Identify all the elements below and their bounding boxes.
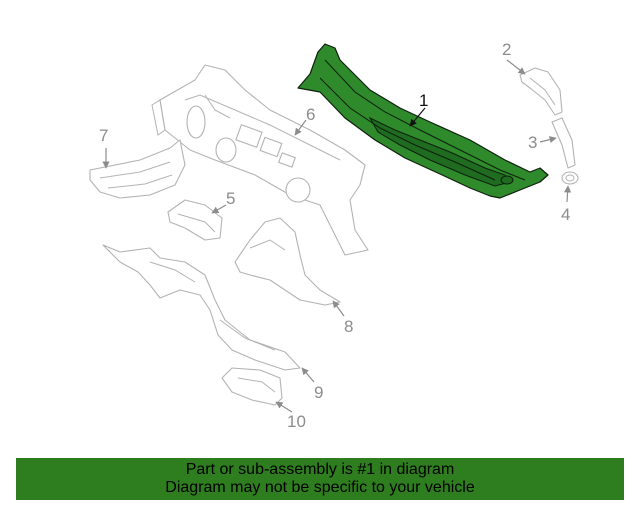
notice-banner: Part or sub-assembly is #1 in diagram Di… xyxy=(16,458,624,500)
dash-panel-part-6 xyxy=(151,64,369,256)
leader-2 xyxy=(506,59,526,75)
callout-5: 5 xyxy=(226,189,235,208)
banner-line-disclaimer: Diagram may not be specific to your vehi… xyxy=(165,479,475,496)
leader-5 xyxy=(211,204,227,214)
callout-10: 10 xyxy=(287,412,306,431)
hose-part-3 xyxy=(551,117,576,169)
leader-1 xyxy=(409,107,426,127)
callout-3: 3 xyxy=(528,133,537,152)
leader-10 xyxy=(275,401,293,413)
callout-7: 7 xyxy=(99,126,108,145)
cowl-panel-part-1 xyxy=(297,43,549,199)
callout-9: 9 xyxy=(314,383,323,402)
callout-4: 4 xyxy=(561,205,570,224)
callout-8: 8 xyxy=(344,317,353,336)
side-panel-part-9 xyxy=(102,244,301,371)
grommet-part-4 xyxy=(561,171,579,185)
bracket-part-10 xyxy=(221,367,283,406)
bracket-part-5 xyxy=(167,199,223,241)
panel-part-8 xyxy=(234,217,341,306)
leader-4 xyxy=(564,185,572,203)
callout-1: 1 xyxy=(419,91,428,110)
bracket-part-2 xyxy=(519,67,563,116)
parts-diagram: 1 2 3 4 5 6 7 8 9 10 xyxy=(89,40,579,431)
banner-line-part-info: Part or sub-assembly is #1 in diagram xyxy=(185,461,455,478)
leader-6 xyxy=(294,119,307,136)
leader-9 xyxy=(301,367,315,383)
callout-6: 6 xyxy=(306,105,315,124)
callout-2: 2 xyxy=(502,40,511,59)
leader-8 xyxy=(332,300,345,317)
leader-3 xyxy=(539,136,557,144)
bracket-part-7 xyxy=(89,139,186,199)
